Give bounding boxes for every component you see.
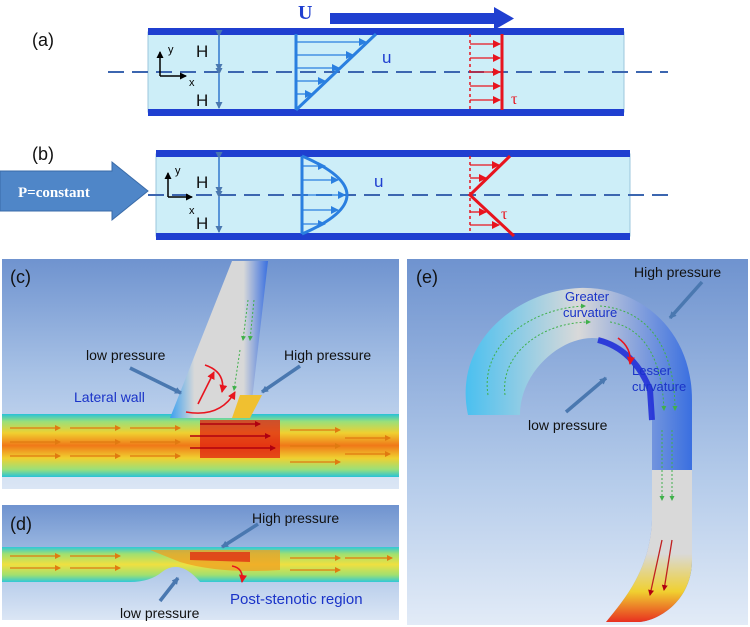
u-label-a: u <box>382 48 391 67</box>
height-label-top-a: H <box>196 42 208 61</box>
pointer-arrows-c <box>129 364 301 395</box>
lateral-wall-c: Lateral wall <box>74 389 145 405</box>
flow-arrows-d <box>10 553 393 573</box>
height-label-bottom-a: H <box>196 91 208 110</box>
tau-label-b: τ <box>501 206 508 223</box>
post-stenotic-d: Post-stenotic region <box>230 591 363 608</box>
panel-a: (a) U H H y x <box>32 2 668 116</box>
axis-y-b: y <box>175 165 181 177</box>
low-pressure-e: low pressure <box>528 417 608 433</box>
recirculation-arrow-e <box>617 337 635 365</box>
greater-curvature-e: Greater curvature <box>563 289 617 320</box>
flow-arrows-e <box>486 303 678 501</box>
tau-label-a: τ <box>511 91 518 108</box>
velocity-symbol-u: U <box>298 2 312 24</box>
panel-c-label: (c) <box>10 267 31 287</box>
shear-profile-b <box>467 154 516 238</box>
high-pressure-c: High pressure <box>284 347 371 363</box>
flow-arrows-c <box>10 425 391 465</box>
top-wall-b <box>156 150 630 157</box>
axis-x-a: x <box>189 77 195 89</box>
branch-vessel-c <box>170 261 268 418</box>
bottom-wall-b <box>156 233 630 240</box>
height-label-top-b: H <box>196 173 208 192</box>
panel-d: (d) High pressure low pressure Post-sten… <box>2 505 399 621</box>
shear-profile-a <box>469 34 504 110</box>
velocity-profile-b <box>300 154 349 236</box>
panel-c: (c) low pressure High pressure Lateral w… <box>2 259 399 489</box>
pressure-arrow <box>0 160 149 222</box>
recirculation-arrows-c <box>185 364 236 414</box>
lesser-curvature-e: Lesser curvature <box>632 363 686 394</box>
axes-b <box>164 172 193 201</box>
velocity-profile-a <box>294 32 378 112</box>
recirculation-arrow-d <box>231 565 247 583</box>
panel-e-label: (e) <box>416 267 438 287</box>
axis-y-a: y <box>168 44 174 56</box>
u-label-b: u <box>374 172 383 191</box>
lesser-curvature-line2: curvature <box>632 379 686 394</box>
pointer-arrows-d <box>158 522 259 603</box>
panel-e: (e) High pressure Greater curvature Less… <box>407 259 748 625</box>
axes-a <box>156 51 187 80</box>
bottom-wall-a <box>148 109 624 116</box>
top-wall-a <box>148 28 624 35</box>
plate-velocity-arrow <box>330 7 514 30</box>
panel-b-label: (b) <box>32 144 54 164</box>
axis-x-b: x <box>189 205 195 217</box>
panel-a-label: (a) <box>32 30 54 50</box>
lesser-curvature-line1: Lesser <box>632 363 672 378</box>
pointer-arrows-e <box>564 280 704 414</box>
high-pressure-d: High pressure <box>252 510 339 526</box>
pressure-label: P=constant <box>18 185 90 201</box>
panel-d-label: (d) <box>10 514 32 534</box>
low-pressure-d: low pressure <box>120 605 200 621</box>
greater-curvature-line1: Greater <box>565 289 610 304</box>
panel-b: (b) P=constant H H y x <box>0 144 668 240</box>
height-label-bottom-b: H <box>196 214 208 233</box>
low-pressure-c: low pressure <box>86 347 166 363</box>
arch-vessel-e <box>465 287 692 622</box>
greater-curvature-line2: curvature <box>563 305 617 320</box>
high-pressure-e: High pressure <box>634 264 721 280</box>
